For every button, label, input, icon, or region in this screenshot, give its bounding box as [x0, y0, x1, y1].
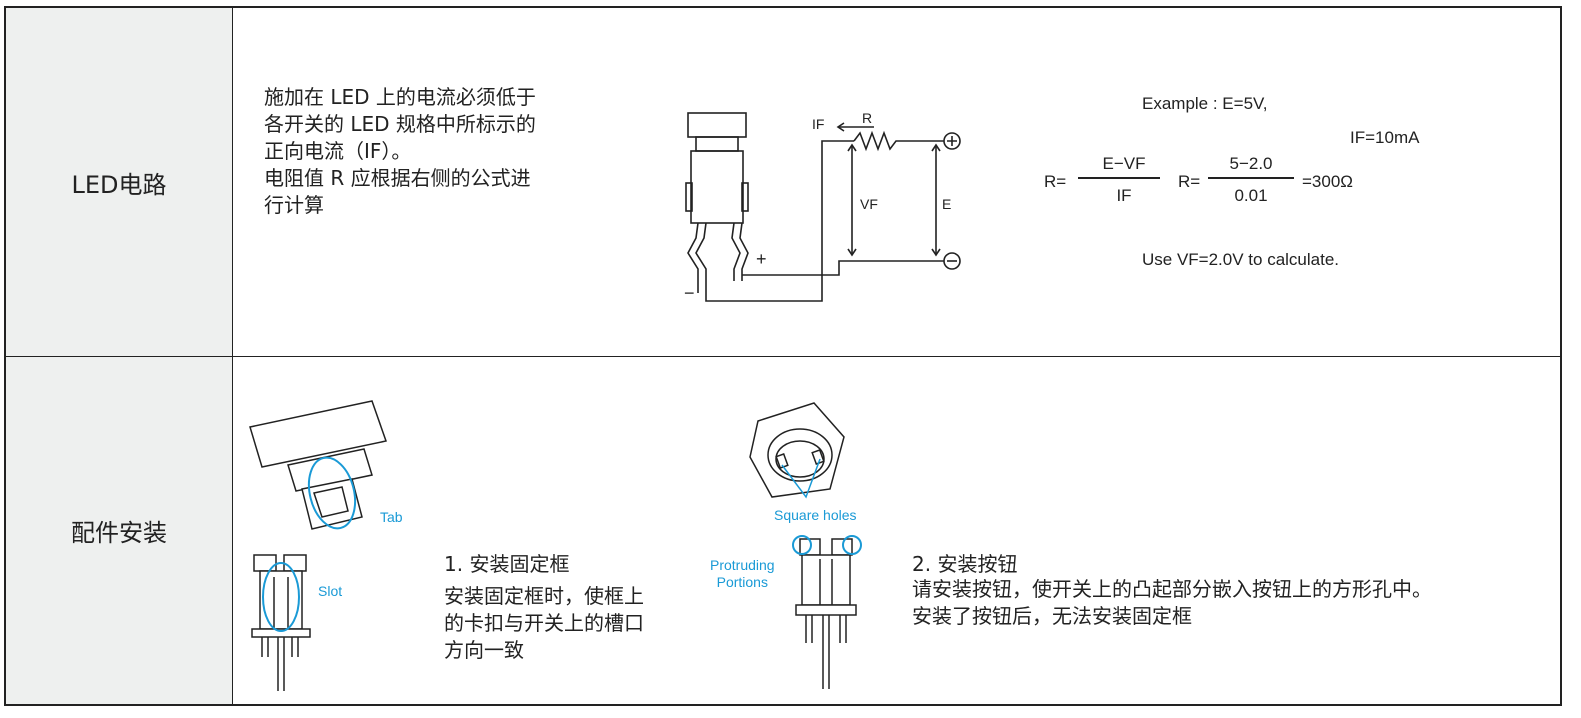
row-header-led: LED电路: [6, 8, 233, 356]
button-holes-illustration: [749, 402, 845, 499]
vf-arrowheads: [847, 143, 857, 257]
wire-bottom: [742, 260, 904, 276]
led-description: 施加在 LED 上的电流必须低于 各开关的 LED 规格中所标示的 正向电流（I…: [264, 84, 536, 219]
protrusion-highlight-right: [842, 535, 862, 555]
protrusion-highlight-left: [792, 535, 812, 555]
row-led-circuit: LED电路 施加在 LED 上的电流必须低于 各开关的 LED 规格中所标示的 …: [6, 8, 1560, 357]
led-circuit-diagram: IF R VF E + −: [684, 110, 961, 303]
step1-title: 1. 安装固定框: [444, 552, 570, 576]
formula-note: Use VF=2.0V to calculate.: [1142, 250, 1340, 269]
protruding-line: Portions: [716, 574, 768, 590]
tab-label: Tab: [380, 509, 403, 525]
switch-cap: [687, 112, 747, 138]
slot-illustration: [251, 554, 311, 691]
r-eq-2: R=: [1178, 172, 1201, 191]
step1-line: 安装固定框时，使框上: [444, 584, 644, 608]
desc-line: 正向电流（IF）。: [264, 139, 412, 163]
formula-result: =300Ω: [1302, 172, 1353, 191]
resistor: [853, 130, 936, 152]
fraction-denominator-2: 0.01: [1234, 186, 1268, 205]
fraction-bar: [1078, 177, 1160, 179]
switch-side-right: [741, 182, 749, 212]
desc-line: 各开关的 LED 规格中所标示的: [264, 112, 536, 136]
example-text: Example : E=5V,: [1142, 94, 1268, 113]
if-arrowhead: [836, 122, 845, 132]
switch-side-left: [685, 182, 693, 212]
step1-line: 的卡扣与开关上的槽口: [444, 611, 644, 635]
step2-title: 2. 安装按钮: [912, 552, 1018, 576]
step2-line: 请安装按钮，使开关上的凸起部分嵌入按钮上的方形孔中。: [912, 577, 1432, 601]
switch-body-2: [801, 554, 851, 606]
protruding-label: Protruding Portions: [710, 557, 775, 591]
protruding-line: Protruding: [710, 557, 775, 573]
switch-cap-left: [253, 554, 277, 572]
switch-housing: [690, 150, 744, 224]
frame-top: [249, 400, 387, 468]
desc-line: 施加在 LED 上的电流必须低于: [264, 85, 536, 109]
switch-base: [251, 628, 311, 638]
if-label: IF: [812, 116, 824, 132]
e-arrowheads: [931, 143, 941, 257]
slot-highlight: [262, 562, 300, 632]
switch-base-2: [795, 604, 857, 616]
minus-label: −: [684, 283, 695, 303]
step1-body: 安装固定框时，使框上 的卡扣与开关上的槽口 方向一致: [444, 583, 644, 664]
led-content: 施加在 LED 上的电流必须低于 各开关的 LED 规格中所标示的 正向电流（I…: [234, 8, 1560, 356]
if-value: IF=10mA: [1350, 128, 1420, 147]
fraction-denominator: IF: [1116, 186, 1132, 205]
button-ring: [767, 428, 833, 482]
lead-right: [731, 222, 741, 281]
spec-table: LED电路 施加在 LED 上的电流必须低于 各开关的 LED 规格中所标示的 …: [4, 6, 1562, 706]
desc-line: 电阻值 R 应根据右侧的公式进: [264, 166, 531, 190]
protruding-illustration: [792, 535, 862, 689]
vf-label: VF: [860, 196, 878, 212]
r-eq: R=: [1044, 172, 1067, 191]
accessory-content: Tab Slot 1. 安装固定框 安装固定框时，使框上 的卡: [234, 357, 1560, 704]
row-header-accessory: 配件安装: [6, 357, 233, 704]
switch-stem: [695, 136, 739, 152]
wire-left: [705, 140, 854, 302]
switch-cap-right: [283, 554, 307, 572]
square-holes-label: Square holes: [774, 507, 857, 523]
e-label: E: [942, 196, 951, 212]
holes-pointer: [781, 458, 821, 499]
plus-label: +: [756, 249, 767, 269]
fraction-numerator: E−VF: [1102, 154, 1146, 173]
frame-tab: [301, 478, 363, 530]
lead-right-2: [739, 222, 749, 281]
fraction-bar-2: [1208, 177, 1294, 179]
frame-tab-illustration: [249, 400, 387, 530]
step2-body: 请安装按钮，使开关上的凸起部分嵌入按钮上的方形孔中。 安装了按钮后，无法安装固定…: [912, 576, 1432, 630]
r-label: R: [862, 110, 872, 126]
row-accessory-install: 配件安装 Tab: [6, 357, 1560, 704]
square-hole-right: [811, 449, 825, 465]
lead-left: [687, 222, 699, 293]
lead-left-2: [695, 222, 707, 293]
step1-line: 方向一致: [444, 638, 524, 662]
fraction-numerator-2: 5−2.0: [1229, 154, 1273, 173]
desc-line: 行计算: [264, 193, 324, 217]
step2-line: 安装了按钮后，无法安装固定框: [912, 604, 1192, 628]
slot-label: Slot: [318, 583, 343, 599]
tab-highlight: [307, 456, 357, 530]
